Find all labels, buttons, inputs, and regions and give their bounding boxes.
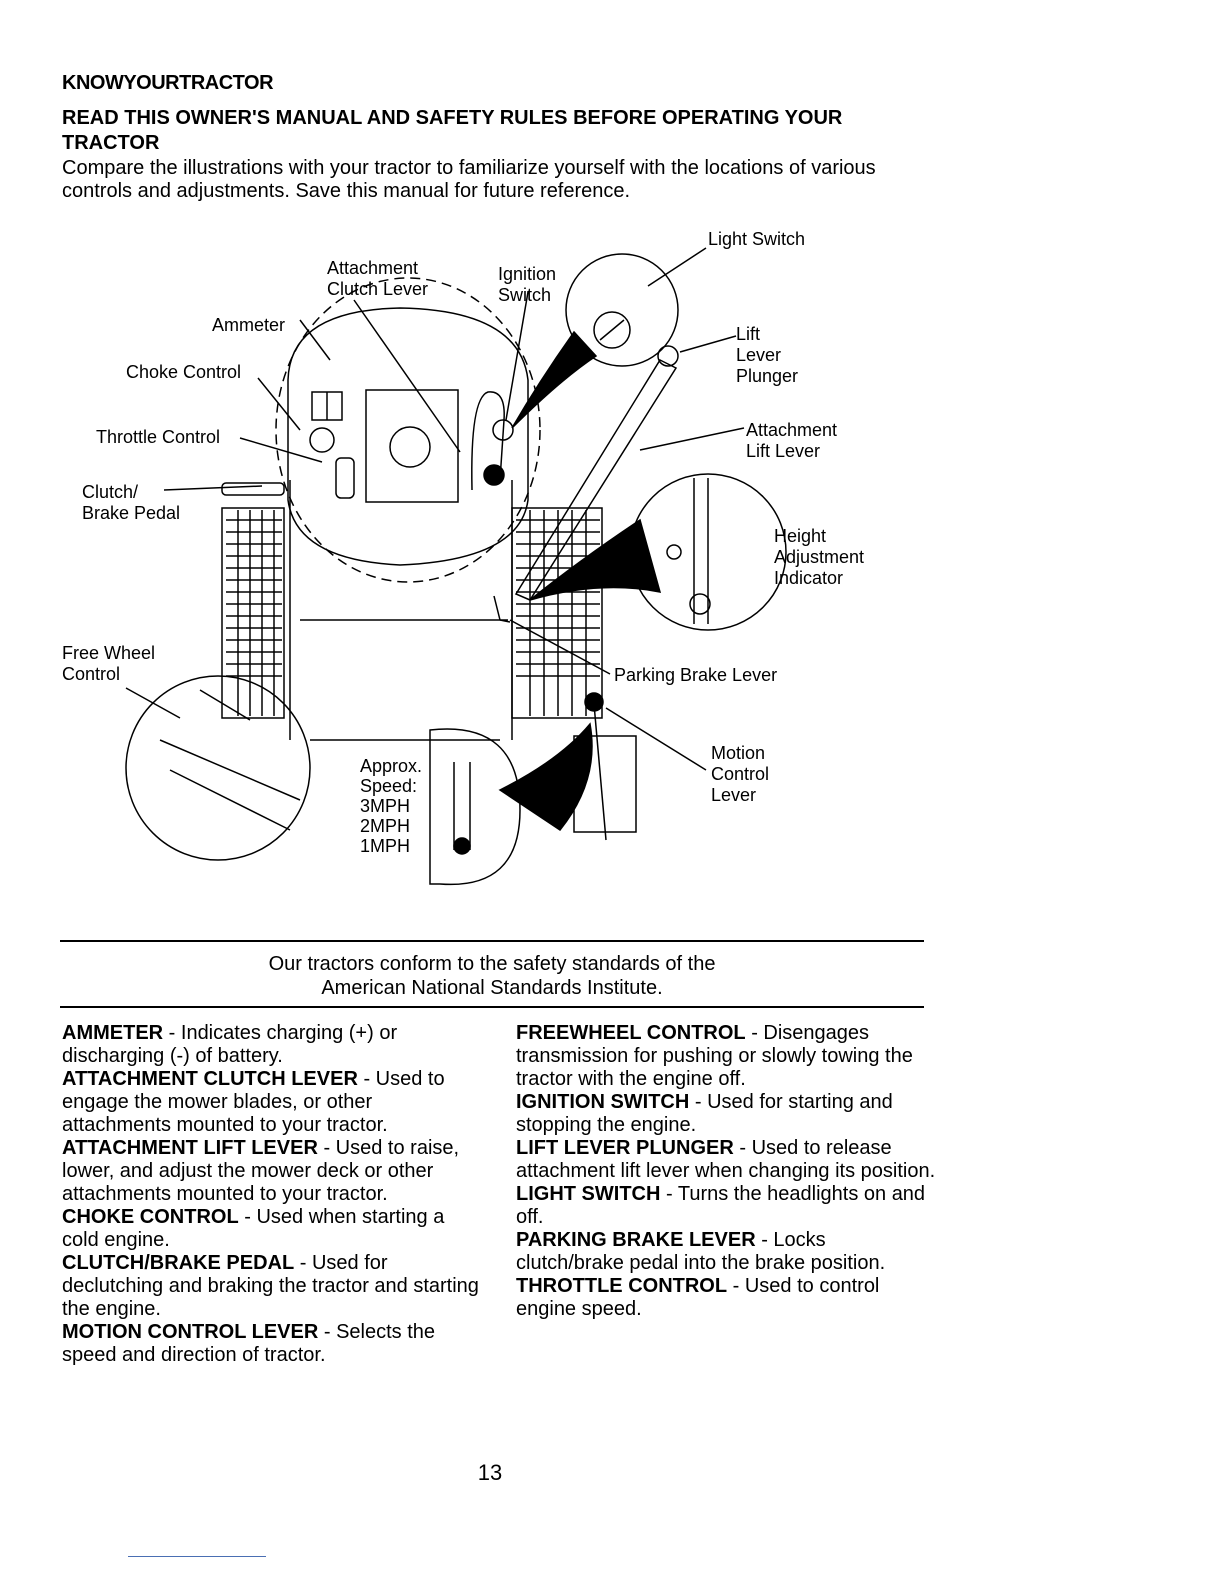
tractor-body — [289, 480, 513, 741]
dashboard-panel — [287, 307, 529, 566]
free-wheel-label-1: Free Wheel — [62, 643, 155, 663]
footer-underline — [128, 1556, 266, 1557]
light-switch-label: Light Switch — [708, 229, 805, 249]
definition-ignition-switch: IGNITION SWITCH - Used for starting and … — [516, 1091, 893, 1136]
definition-throttle-control: THROTTLE CONTROL - Used to control engin… — [516, 1275, 880, 1320]
lift-plunger-label-3: Plunger — [736, 366, 798, 386]
lift-plunger-label-1: Lift — [736, 324, 760, 344]
definition-parking-brake-lever: PARKING BRAKE LEVER - Locks clutch/brake… — [516, 1229, 886, 1274]
dashboard-dashed-outline — [275, 277, 541, 583]
page-title: KNOWYOURTRACTOR — [62, 72, 274, 94]
definition-motion-control-lever: MOTION CONTROL LEVER - Selects the speed… — [62, 1321, 436, 1366]
free-wheel-inset — [125, 675, 311, 861]
clutch-brake-pedal — [221, 482, 285, 496]
definition-attachment-clutch-lever: ATTACHMENT CLUTCH LEVER - Used to engage… — [62, 1068, 445, 1136]
attachment-clutch-label-2: Clutch Lever — [327, 279, 428, 299]
approx-label: Approx. — [360, 756, 422, 776]
bottom-rule — [60, 1006, 924, 1008]
definition-lift-lever-plunger: LIFT LEVER PLUNGER - Used to release att… — [516, 1137, 936, 1182]
attachment-clutch-lever — [471, 391, 505, 491]
attachment-clutch-label-1: Attachment — [327, 258, 418, 278]
definition-light-switch: LIGHT SWITCH - Turns the headlights on a… — [516, 1183, 926, 1228]
left-fender — [221, 507, 285, 719]
motion-label-1: Motion — [711, 743, 765, 763]
ignition-key — [492, 419, 514, 441]
standards-line-2: American National Standards Institute. — [321, 977, 663, 999]
ignition-label-2: Switch — [498, 285, 551, 305]
motion-control-lever — [593, 703, 607, 841]
fuel-cap-panel — [365, 389, 459, 503]
throttle-label: Throttle Control — [96, 427, 220, 447]
speed-1mph: 1MPH — [360, 836, 410, 856]
ignition-switch-inset — [565, 253, 679, 367]
ammeter-label: Ammeter — [212, 315, 285, 335]
definition-freewheel-control: FREEWHEEL CONTROL - Disengages transmiss… — [516, 1022, 913, 1090]
speed-label: Speed: — [360, 776, 417, 796]
top-rule — [60, 940, 924, 942]
free-wheel-label-2: Control — [62, 664, 120, 684]
definitions-left-column: AMMETER - Indicates charging (+) or disc… — [62, 1022, 482, 1367]
clutch-label-1: Clutch/ — [82, 482, 138, 502]
definition-clutch-brake-pedal: CLUTCH/BRAKE PEDAL - Used for declutchin… — [62, 1252, 479, 1320]
fuel-cap — [389, 426, 431, 468]
standards-line-1: Our tractors conform to the safety stand… — [268, 953, 716, 975]
lift-plunger-label-2: Lever — [736, 345, 781, 365]
choke-knob — [309, 427, 335, 453]
attachment-lift-label-1: Attachment — [746, 420, 837, 440]
parking-brake-lever — [493, 595, 511, 623]
clutch-label-2: Brake Pedal — [82, 503, 180, 523]
motion-label-2: Control — [711, 764, 769, 784]
definitions-right-column: FREEWHEEL CONTROL - Disengages transmiss… — [516, 1022, 936, 1321]
right-fender — [511, 507, 603, 719]
motion-label-3: Lever — [711, 785, 756, 805]
definition-attachment-lift-lever: ATTACHMENT LIFT LEVER - Used to raise, l… — [62, 1137, 460, 1205]
parking-brake-label: Parking Brake Lever — [614, 665, 777, 685]
ignition-label-1: Ignition — [498, 264, 556, 284]
safety-subtitle: READ THIS OWNER'S MANUAL AND SAFETY RULE… — [62, 107, 843, 154]
speed-3mph: 3MPH — [360, 796, 410, 816]
choke-label: Choke Control — [126, 362, 241, 382]
height-label-2: Adjustment — [774, 547, 864, 567]
intro-paragraph: Compare the illustrations with your trac… — [62, 157, 876, 202]
motion-speed-inset — [429, 728, 521, 886]
height-label-1: Height — [774, 526, 826, 546]
definition-choke-control: CHOKE CONTROL - Used when starting a col… — [62, 1206, 445, 1251]
definition-ammeter: AMMETER - Indicates charging (+) or disc… — [62, 1022, 398, 1067]
page-number: 13 — [477, 1460, 503, 1485]
throttle-knob — [335, 457, 355, 499]
speed-2mph: 2MPH — [360, 816, 410, 836]
standards-note: Our tractors conform to the safety stand… — [60, 952, 924, 1000]
attachment-lift-label-2: Lift Lever — [746, 441, 820, 461]
height-label-3: Indicator — [774, 568, 843, 588]
